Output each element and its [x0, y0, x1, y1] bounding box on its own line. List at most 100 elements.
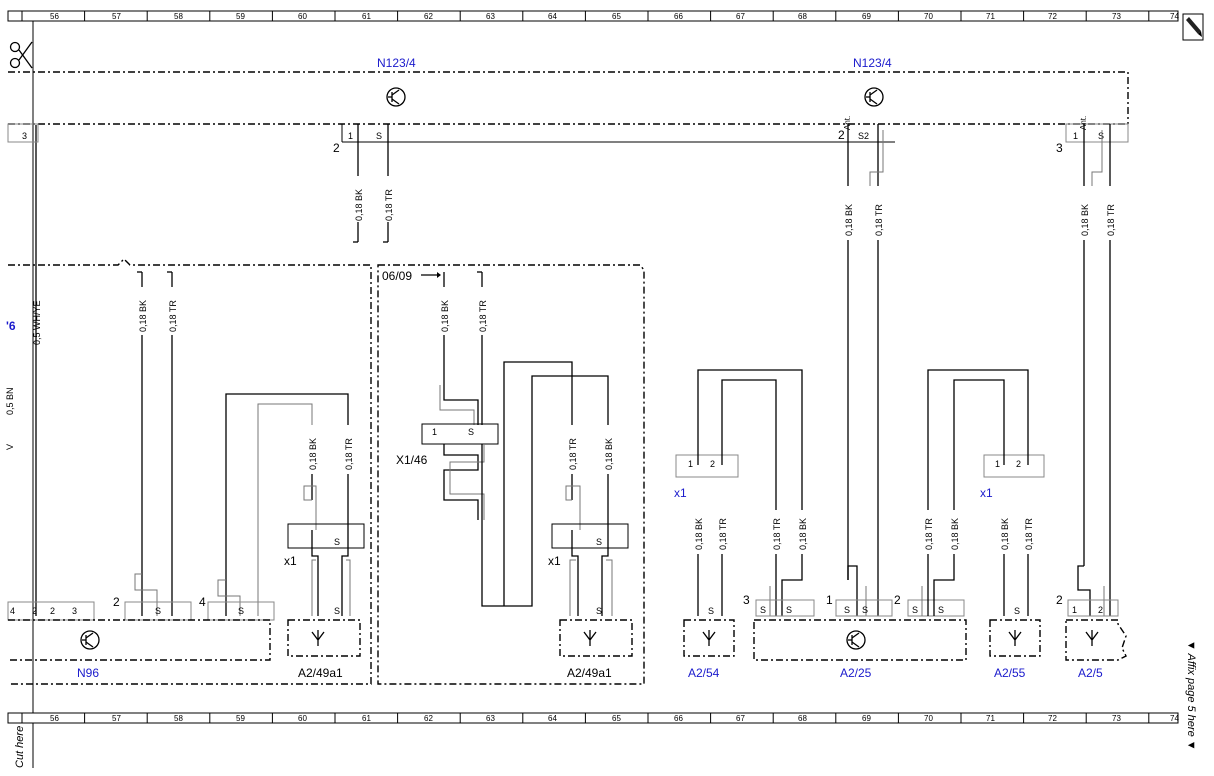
svg-text:0,18 BK: 0,18 BK — [308, 438, 318, 470]
a2-25-label: A2/25 — [840, 666, 872, 680]
x1-46-section[interactable]: 0,18 BK 0,18 TR 1 S X1/46 — [396, 271, 609, 607]
svg-text:0,18 TR: 0,18 TR — [874, 204, 884, 236]
svg-text:2: 2 — [1056, 593, 1063, 607]
svg-text:0,18 BK: 0,18 BK — [604, 438, 614, 470]
n96-module[interactable]: N96 — [8, 619, 271, 680]
svg-text:1: 1 — [1073, 131, 1078, 141]
n123-module[interactable]: N123/4 N123/4 — [8, 56, 1129, 125]
svg-text:S: S — [596, 537, 602, 547]
svg-text:S: S — [1098, 131, 1104, 141]
svg-text:2: 2 — [32, 606, 37, 616]
svg-text:S: S — [786, 605, 792, 615]
svg-text:0,18 BK: 0,18 BK — [138, 300, 148, 332]
ruler-num: 65 — [612, 714, 621, 723]
n96-label: N96 — [77, 666, 99, 680]
ruler-num: 63 — [486, 12, 495, 21]
svg-text:2: 2 — [1016, 459, 1021, 469]
svg-text:Ant.: Ant. — [843, 116, 852, 130]
svg-text:0,18 TR: 0,18 TR — [772, 518, 782, 550]
svg-text:S: S — [238, 606, 244, 616]
a2-55-section[interactable]: 1 2 x1 0,18 TR 0,18 BK 0,18 BK 0,18 TR S… — [921, 369, 1045, 680]
a2-49a1-left[interactable]: S x1 S A2/49a1 — [284, 523, 365, 680]
svg-text:S2: S2 — [858, 131, 869, 141]
svg-text:0,18 TR: 0,18 TR — [168, 300, 178, 332]
ruler-num: 59 — [236, 714, 245, 723]
scissors-icon — [9, 41, 33, 69]
ruler-num: 73 — [1112, 714, 1121, 723]
svg-text:S: S — [334, 537, 340, 547]
svg-text:2: 2 — [333, 141, 340, 155]
svg-text:2: 2 — [838, 128, 845, 142]
svg-text:0,18 BK: 0,18 BK — [694, 518, 704, 550]
svg-text:S: S — [760, 605, 766, 615]
n123-right-label: N123/4 — [853, 56, 892, 70]
ruler-num: 68 — [798, 12, 807, 21]
svg-text:3: 3 — [1056, 141, 1063, 155]
ruler-num: 72 — [1048, 714, 1057, 723]
bottom-ruler — [7, 712, 1179, 724]
n123-mid-wires: 0,18 BK 0,18 TR — [353, 124, 394, 243]
pencil-icon[interactable] — [1182, 13, 1204, 41]
ruler-num: 71 — [986, 714, 995, 723]
svg-text:0,18 TR: 0,18 TR — [718, 518, 728, 550]
svg-text:2: 2 — [113, 595, 120, 609]
a2-25-section[interactable]: 3 S S 1 S S 2 S S A2/25 — [743, 554, 967, 680]
svg-text:Ant.: Ant. — [1079, 116, 1088, 130]
ruler-num: 63 — [486, 714, 495, 723]
svg-text:S: S — [708, 606, 714, 616]
svg-text:x1: x1 — [284, 554, 297, 568]
a2-5-label: A2/5 — [1078, 666, 1103, 680]
svg-text:1: 1 — [688, 459, 693, 469]
svg-text:0,18 TR: 0,18 TR — [344, 438, 354, 470]
wire-label-tr: 0,18 TR — [384, 189, 394, 221]
svg-text:2: 2 — [894, 593, 901, 607]
n123-left-label: N123/4 — [377, 56, 416, 70]
transistor-icon — [846, 630, 866, 650]
svg-text:3: 3 — [22, 131, 27, 141]
svg-text:0,18 TR: 0,18 TR — [1024, 518, 1034, 550]
ruler-num: 69 — [862, 12, 871, 21]
ruler-num: 65 — [612, 12, 621, 21]
svg-text:0,18 BK: 0,18 BK — [1080, 204, 1090, 236]
ruler-num: 73 — [1112, 12, 1121, 21]
svg-text:S: S — [376, 131, 382, 141]
svg-text:0,18 BK: 0,18 BK — [1000, 518, 1010, 550]
ruler-num: 69 — [862, 714, 871, 723]
svg-text:0,18 TR: 0,18 TR — [478, 300, 488, 332]
svg-text:1: 1 — [995, 459, 1000, 469]
ruler-num: 56 — [50, 714, 59, 723]
svg-text:0,18 BK: 0,18 BK — [950, 518, 960, 550]
svg-text:3: 3 — [743, 593, 750, 607]
svg-text:4: 4 — [10, 606, 15, 616]
a2-54-section[interactable]: 1 2 x1 0,18 BK 0,18 TR 0,18 TR 0,18 BK S… — [674, 369, 808, 680]
transistor-icon — [386, 87, 406, 107]
svg-text:S: S — [862, 605, 868, 615]
ruler-num: 72 — [1048, 12, 1057, 21]
transistor-icon — [80, 630, 100, 650]
ruler-num: 70 — [924, 714, 933, 723]
bottom-ruler-numbers: 56 57 58 59 60 61 62 63 64 65 66 67 68 6… — [50, 714, 1179, 723]
svg-text:1: 1 — [348, 131, 353, 141]
a2-5-section[interactable]: 2 1 2 A2/5 — [1056, 593, 1127, 680]
a2-54-label: A2/54 — [688, 666, 720, 680]
left-wire-fragment: 0,5 BN — [5, 387, 15, 415]
ruler-num: 74 — [1170, 12, 1179, 21]
svg-text:S: S — [334, 606, 340, 616]
svg-text:2: 2 — [710, 459, 715, 469]
ruler-num: 58 — [174, 714, 183, 723]
svg-text:x1: x1 — [980, 486, 993, 500]
left-region: 06/09 — [8, 258, 645, 685]
ruler-num: 71 — [986, 12, 995, 21]
svg-text:1: 1 — [432, 427, 437, 437]
cut-here-label: Cut here — [14, 726, 26, 768]
n123-connector-strip: 3 2 1 S 2 S2 3 1 S Ant. Ant. — [7, 116, 1129, 155]
svg-text:S: S — [938, 605, 944, 615]
ruler-num: 58 — [174, 12, 183, 21]
a2-49a1-right[interactable]: 0,18 TR 0,18 BK S x1 S A2/49a1 — [548, 438, 633, 680]
svg-text:0,18 BK: 0,18 BK — [844, 204, 854, 236]
ruler-num: 60 — [298, 714, 307, 723]
svg-text:S: S — [844, 605, 850, 615]
n96-wires: 0,18 BK 0,18 TR 0,18 BK 0,18 TR — [134, 271, 354, 616]
wire-label-bk: 0,18 BK — [354, 189, 364, 221]
